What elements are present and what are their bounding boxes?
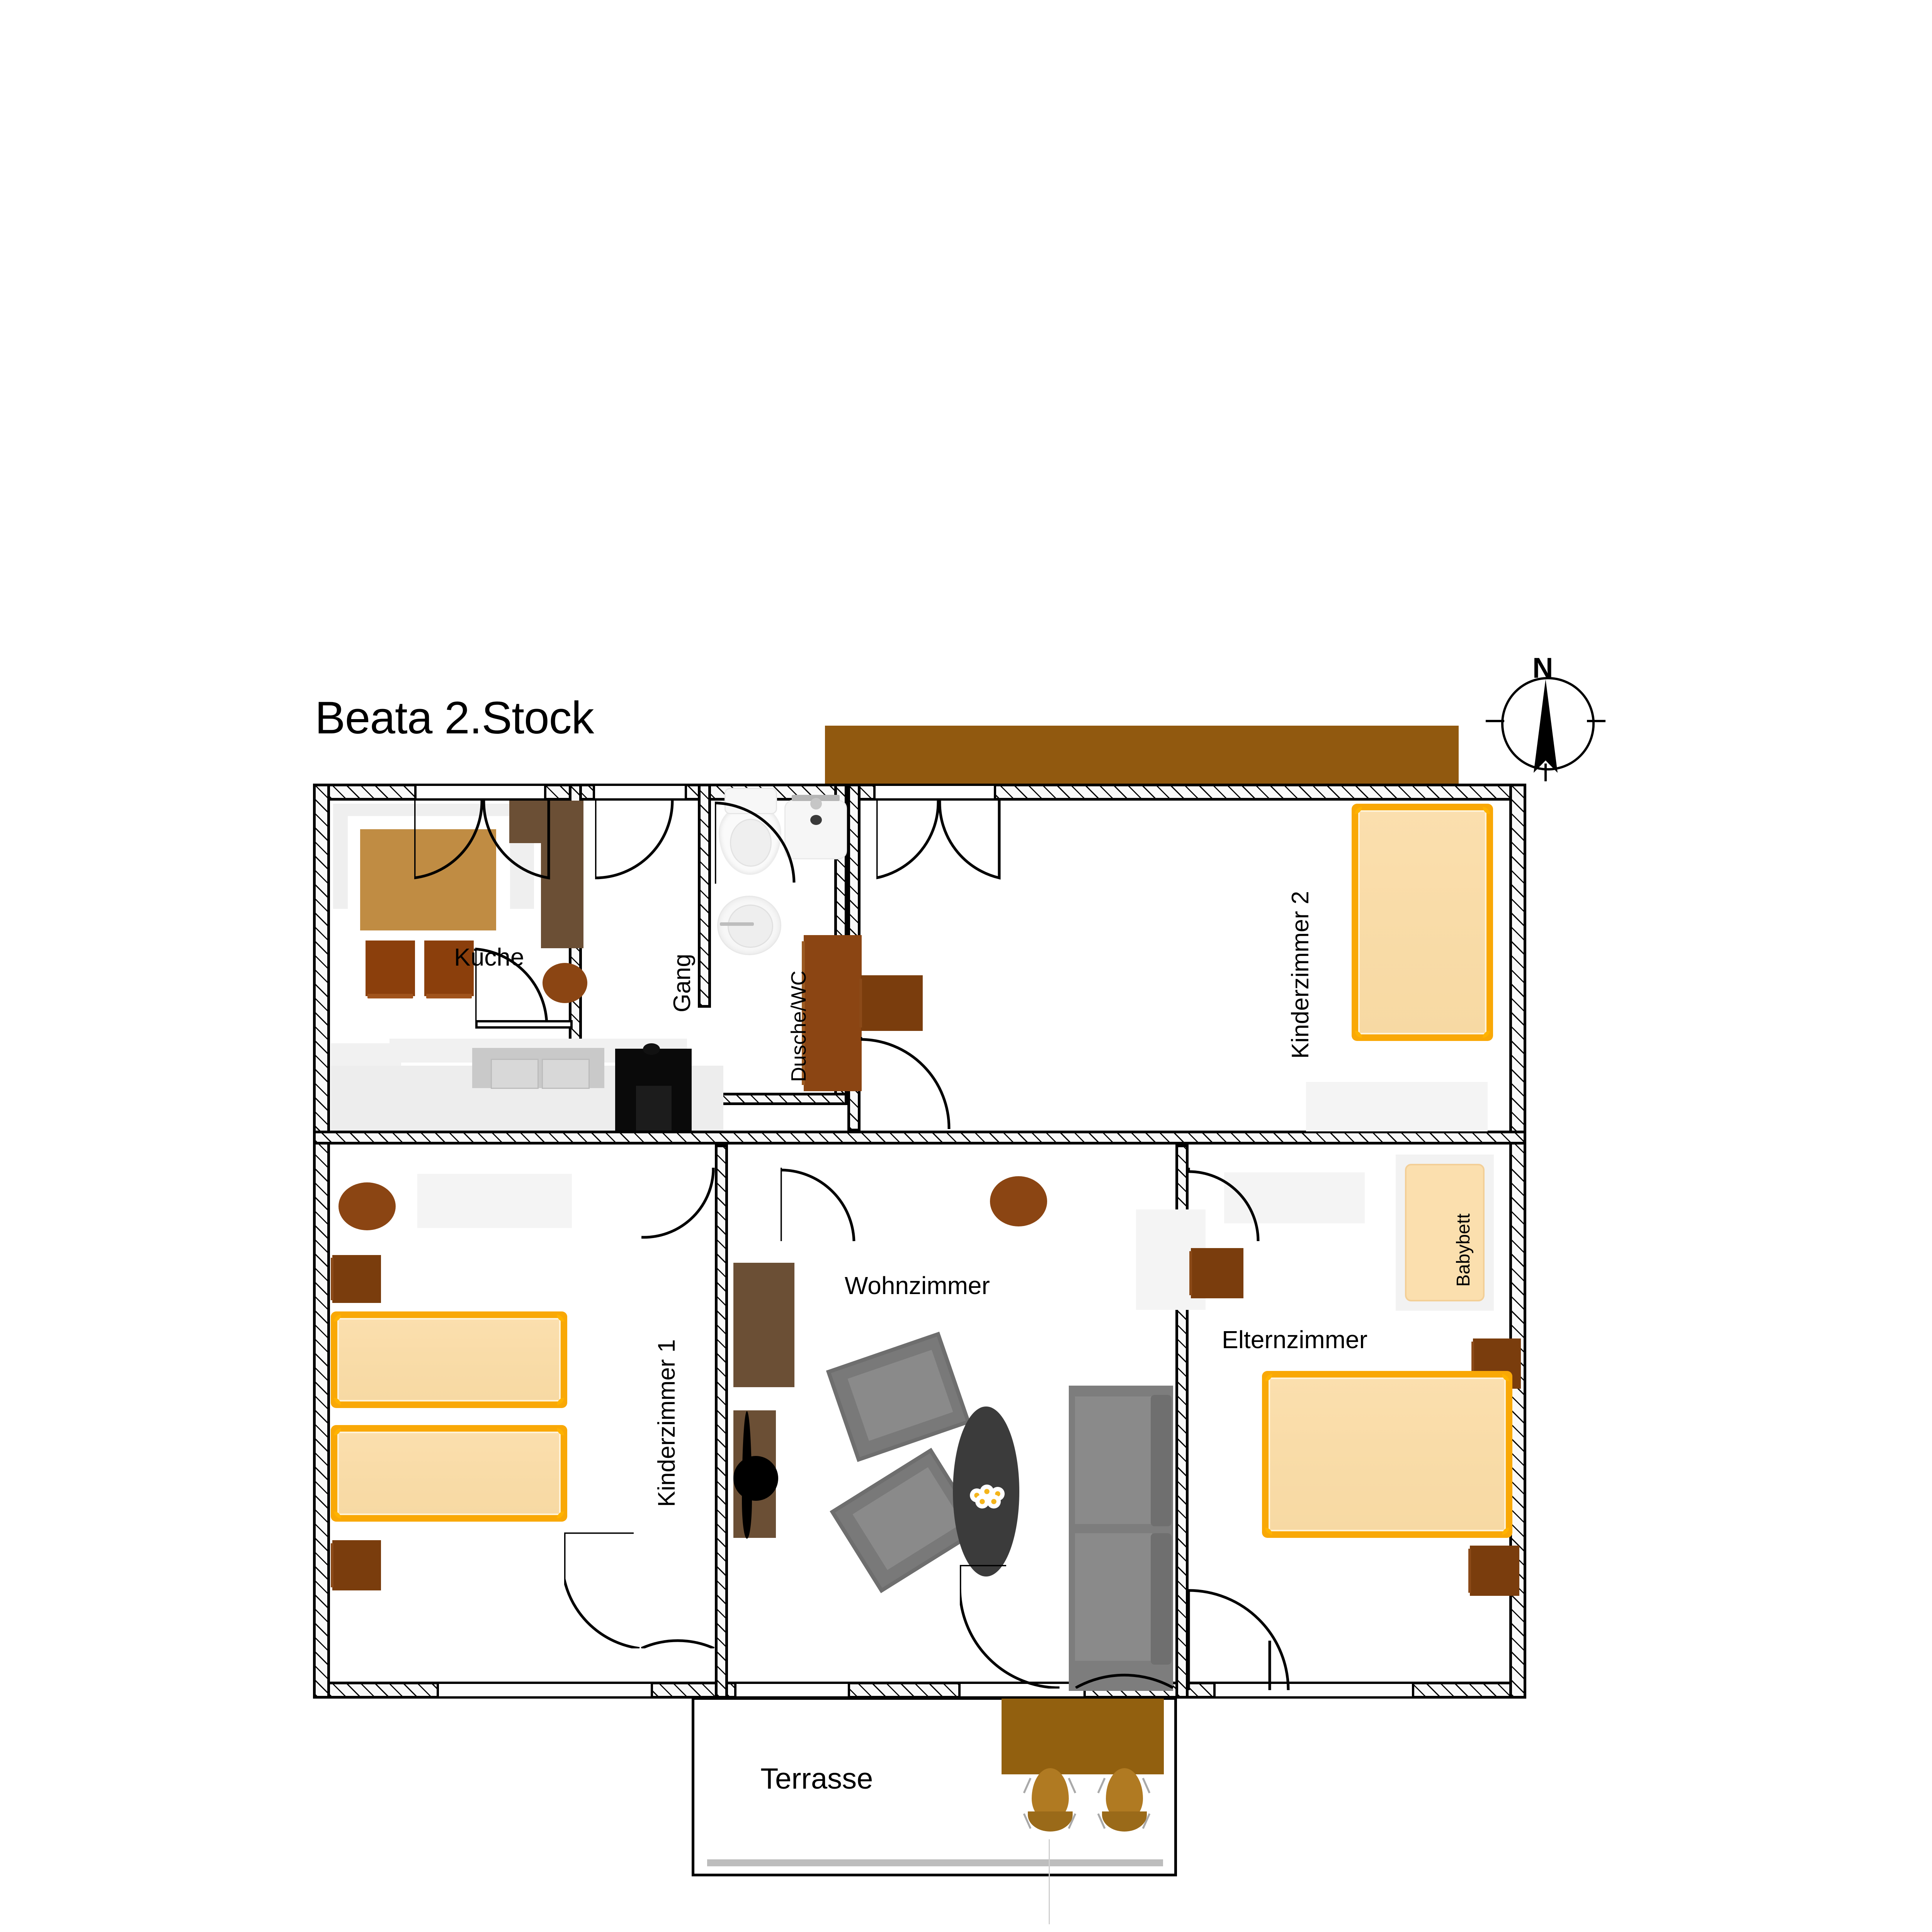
kinderzimmer1-round-table bbox=[338, 1182, 396, 1230]
room-label-kinderzimmer1: Kinderzimmer 1 bbox=[653, 1339, 680, 1507]
elternzimmer-window-sill bbox=[1224, 1172, 1365, 1223]
shower-bar bbox=[720, 922, 754, 926]
window-gang-north bbox=[593, 784, 687, 801]
wohnzimmer-shelf-top bbox=[733, 1263, 794, 1387]
shower-tray-icon bbox=[717, 896, 781, 955]
bed-kinderzimmer2 bbox=[1352, 804, 1493, 1041]
room-label-kueche: Küche bbox=[454, 943, 524, 971]
sink-bowl-left bbox=[491, 1059, 539, 1089]
compass-tick-west bbox=[1486, 720, 1504, 722]
room-label-wohnzimmer: Wohnzimmer bbox=[845, 1272, 990, 1299]
north-arrow-icon bbox=[1534, 679, 1558, 773]
stove-oven bbox=[615, 1043, 692, 1131]
armchair-1 bbox=[826, 1332, 971, 1462]
nightstand-kinderzimmer2 bbox=[859, 975, 923, 1031]
terrace-chair-2[interactable] bbox=[1097, 1766, 1151, 1843]
nightstand-kinderzimmer1-top bbox=[331, 1255, 381, 1303]
terrace-guide-line bbox=[1049, 1839, 1050, 1924]
interior-wall-bad-south bbox=[698, 1093, 847, 1105]
sofa-cushion-bottom bbox=[1075, 1533, 1152, 1661]
kitchen-sink bbox=[472, 1048, 604, 1089]
window-sill-kinderzimmer2 bbox=[1306, 1082, 1488, 1131]
terrace-step bbox=[707, 1859, 1163, 1866]
terrace-table bbox=[1002, 1699, 1164, 1774]
sink-bowl-right bbox=[542, 1059, 590, 1089]
room-label-terrasse: Terrasse bbox=[760, 1762, 873, 1795]
interior-wall-kinderzimmer1-wohnzimmer bbox=[715, 1145, 728, 1699]
babybett bbox=[1405, 1164, 1485, 1301]
dining-chair-1[interactable] bbox=[366, 940, 415, 998]
washbasin-icon bbox=[784, 795, 847, 859]
room-label-gang: Gang bbox=[669, 954, 696, 1012]
window-elternzimmer-south bbox=[1213, 1682, 1414, 1699]
terrace-chair-1[interactable] bbox=[1023, 1766, 1077, 1843]
dining-table bbox=[360, 829, 496, 930]
babybett-label: Babybett bbox=[1453, 1213, 1474, 1287]
basin-drain bbox=[810, 815, 822, 825]
exterior-wall-west bbox=[313, 784, 330, 1699]
armchair-2-cushion bbox=[852, 1467, 963, 1570]
compass-rose-icon: N bbox=[1486, 652, 1605, 784]
window-kinderzimmer2-north bbox=[873, 784, 996, 801]
armchair-1-cushion bbox=[847, 1350, 953, 1441]
bed-kinderzimmer1-1 bbox=[331, 1311, 567, 1408]
room-label-elternzimmer: Elternzimmer bbox=[1222, 1326, 1367, 1354]
toilet-tank bbox=[724, 788, 777, 814]
sofa bbox=[1069, 1386, 1173, 1691]
terrace-chair-1-back bbox=[1028, 1811, 1073, 1832]
window-kueche-north bbox=[414, 784, 546, 801]
compass-north-label: N bbox=[1532, 652, 1553, 684]
bed-kinderzimmer1-2 bbox=[331, 1425, 567, 1522]
nightstand-elternzimmer-bottomright bbox=[1468, 1546, 1519, 1596]
terrace-chair-2-back bbox=[1102, 1811, 1147, 1832]
sofa-arm-top bbox=[1151, 1395, 1172, 1526]
wohnzimmer-tv-circle bbox=[733, 1456, 778, 1501]
sofa-cushion-top bbox=[1075, 1396, 1152, 1524]
dining-chair-2[interactable] bbox=[424, 940, 474, 998]
toilet-seat bbox=[730, 819, 772, 867]
compass-circle bbox=[1501, 677, 1595, 770]
shower-drain-ring bbox=[728, 905, 773, 948]
nightstand-kinderzimmer1-bottom bbox=[331, 1540, 381, 1590]
window-wohnzimmer-south-left bbox=[734, 1682, 850, 1699]
stove-knob bbox=[643, 1043, 660, 1055]
flower-arrangement-icon bbox=[970, 1485, 1007, 1509]
compass-tick-south bbox=[1544, 764, 1547, 781]
door-frame-kueche-south bbox=[475, 1020, 573, 1029]
wohnzimmer-round-table bbox=[990, 1176, 1047, 1226]
nightstand-elternzimmer-left bbox=[1189, 1248, 1243, 1298]
oven-door bbox=[636, 1086, 672, 1131]
compass-tick-east bbox=[1587, 720, 1605, 722]
kitchen-upper-cab-1 bbox=[331, 1043, 401, 1066]
kueche-round-table bbox=[543, 963, 587, 1003]
room-label-kinderzimmer2: Kinderzimmer 2 bbox=[1287, 891, 1314, 1059]
exterior-wall-east bbox=[1509, 784, 1526, 1699]
page-title: Beata 2.Stock bbox=[315, 692, 594, 743]
basin-tap bbox=[810, 798, 822, 810]
sofa-arm-bottom bbox=[1151, 1533, 1172, 1665]
room-label-dusche-wc: Dusche/WC bbox=[787, 970, 810, 1082]
bathroom-cabinet bbox=[802, 935, 862, 1091]
window-sill-kinderzimmer1 bbox=[417, 1174, 572, 1228]
interior-wall-gang-bad-left bbox=[698, 784, 711, 1008]
bed-elternzimmer bbox=[1262, 1371, 1512, 1538]
interior-wall-mid-horizontal bbox=[313, 1131, 1526, 1145]
window-kinderzimmer1-south bbox=[437, 1682, 653, 1699]
toilet-icon bbox=[719, 788, 781, 875]
